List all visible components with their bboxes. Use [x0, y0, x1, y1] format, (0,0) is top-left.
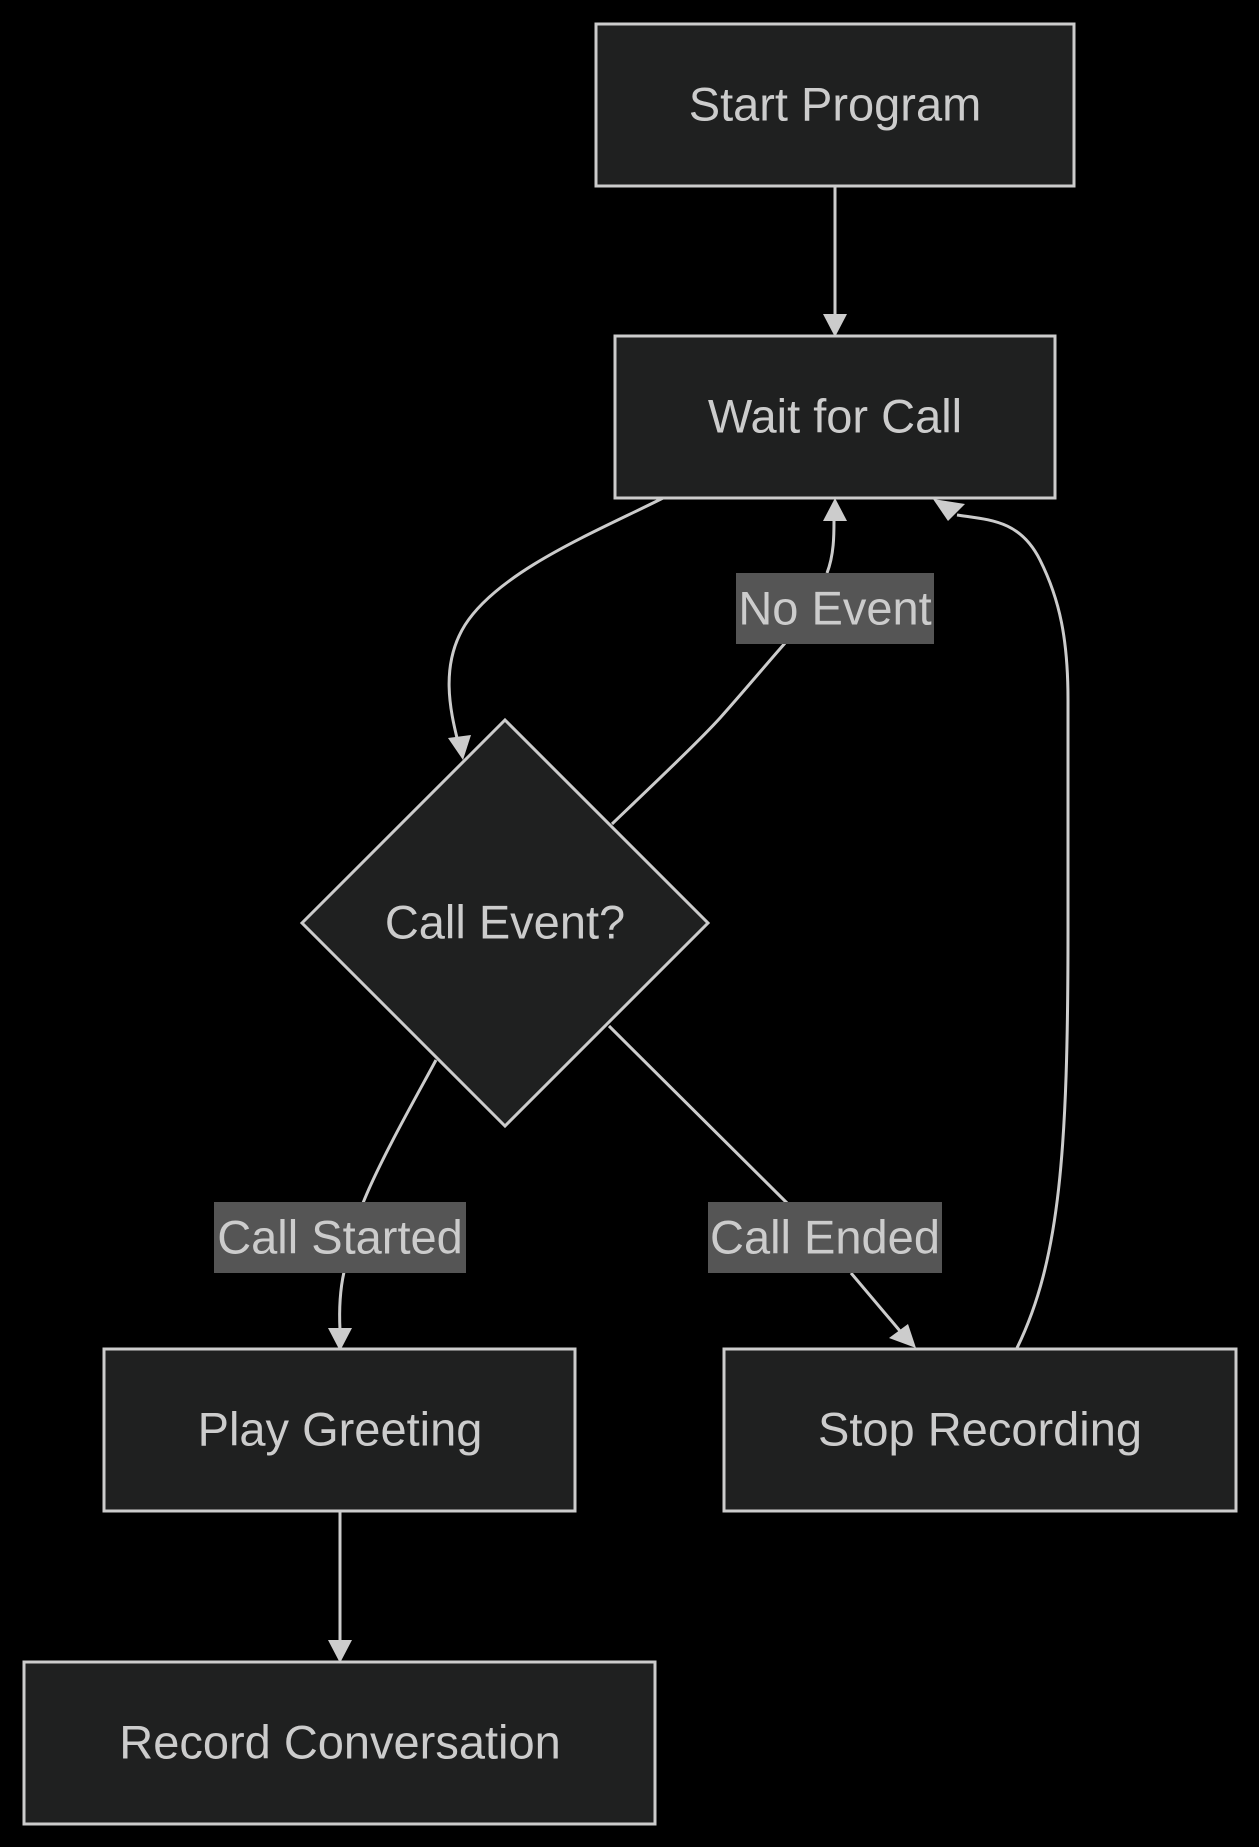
node-stop-recording-label: Stop Recording — [818, 1403, 1142, 1456]
node-record-conversation-label: Record Conversation — [119, 1716, 561, 1769]
edge-label-call-started: Call Started — [217, 1211, 463, 1264]
arrowhead-greeting-top — [328, 1328, 352, 1351]
arrowhead-stop-top — [889, 1324, 916, 1348]
edge-label-no-event-background — [736, 573, 934, 644]
nodes: Start Program Wait for Call Call Event? … — [22, 22, 1238, 1826]
node-start-program: Start Program — [594, 22, 1076, 188]
node-play-greeting: Play Greeting — [102, 1347, 577, 1513]
edge-decision-to-greeting — [361, 1059, 438, 1204]
node-call-event-decision-label: Call Event? — [385, 896, 625, 949]
node-wait-for-call: Wait for Call — [613, 334, 1057, 500]
arrowhead-wait-bottom-right — [933, 499, 965, 521]
edge-decision-to-wait-upper — [825, 519, 836, 574]
node-record-conversation: Record Conversation — [22, 1660, 657, 1826]
edge-label-call-ended-background — [708, 1202, 942, 1273]
edge-wait-to-decision — [447, 496, 664, 743]
arrowhead-wait-bottom — [823, 498, 847, 521]
edge-label-call-started-background — [214, 1202, 466, 1273]
edge-decision-to-stop-lower — [849, 1272, 902, 1332]
arrowhead-record-top — [328, 1640, 352, 1663]
node-stop-recording: Stop Recording — [722, 1347, 1238, 1513]
node-start-program-label: Start Program — [689, 78, 982, 131]
arrowhead-decision-top — [448, 735, 471, 760]
edge-decision-to-greeting-lower — [338, 1271, 346, 1331]
node-call-event-decision: Call Event? — [299, 717, 711, 1129]
edges — [328, 186, 1070, 1663]
edge-label-no-event: No Event — [738, 582, 931, 635]
node-play-greeting-label: Play Greeting — [198, 1403, 483, 1456]
edge-labels: No Event Call Started Call Ended — [214, 573, 942, 1273]
node-wait-for-call-label: Wait for Call — [708, 390, 962, 443]
edge-decision-to-wait — [610, 641, 788, 826]
arrowhead-wait-top — [823, 314, 847, 337]
edge-label-call-ended: Call Ended — [710, 1211, 940, 1264]
edge-decision-to-stop — [607, 1024, 789, 1205]
edge-stop-to-wait — [956, 513, 1070, 1349]
